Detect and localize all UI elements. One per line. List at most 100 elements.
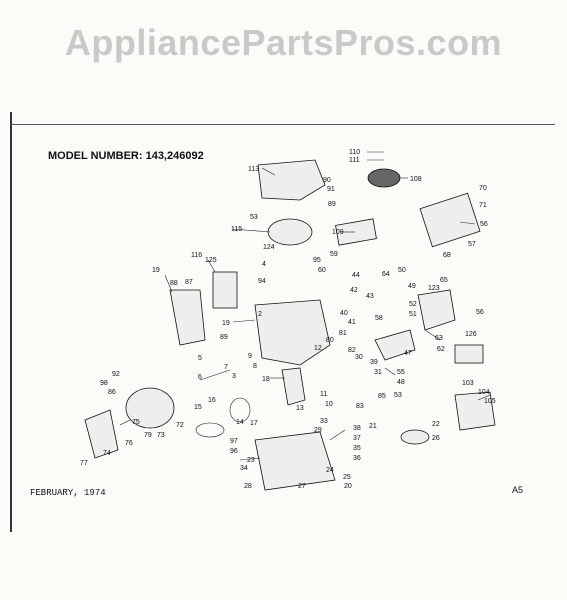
callout-30: 30 xyxy=(355,354,363,361)
callout-42: 42 xyxy=(350,287,358,294)
callout-76: 76 xyxy=(125,440,133,447)
callout-62: 62 xyxy=(437,346,445,353)
callout-80: 80 xyxy=(326,337,334,344)
fan-part xyxy=(267,218,313,246)
callout-65: 65 xyxy=(440,277,448,284)
model-number-heading: MODEL NUMBER: 143,246092 xyxy=(48,150,204,162)
backplate-part xyxy=(84,409,119,459)
callout-25: 25 xyxy=(343,474,351,481)
callout-7: 7 xyxy=(224,364,228,371)
gasket-pack-part xyxy=(454,344,484,364)
callout-92: 92 xyxy=(112,371,120,378)
callout-88: 88 xyxy=(170,280,178,287)
callout-74: 74 xyxy=(103,450,111,457)
callout-33: 33 xyxy=(320,418,328,425)
ring-set-part xyxy=(195,422,225,438)
callout-55: 55 xyxy=(397,369,405,376)
blower-housing-part xyxy=(257,159,326,201)
piston-part xyxy=(229,397,251,423)
callout-79: 79 xyxy=(144,432,152,439)
callout-70: 70 xyxy=(479,185,487,192)
callout-56: 56 xyxy=(476,309,484,316)
callout-96: 96 xyxy=(230,448,238,455)
callout-49: 49 xyxy=(408,283,416,290)
callout-77: 77 xyxy=(80,460,88,467)
callout-23: 23 xyxy=(247,457,255,464)
callout-98: 98 xyxy=(100,380,108,387)
flywheel-part xyxy=(125,387,175,429)
callout-75: 75 xyxy=(132,419,140,426)
callout-19: 19 xyxy=(152,267,160,274)
callout-27: 27 xyxy=(298,483,306,490)
callout-9: 9 xyxy=(248,353,252,360)
air-filter-part xyxy=(335,218,377,246)
carburetor-part xyxy=(417,289,456,331)
callout-94: 94 xyxy=(258,278,266,285)
callout-81: 81 xyxy=(339,330,347,337)
callout-124: 124 xyxy=(263,244,275,251)
callout-labels: 110 111 108 113 90 91 89 53 70 71 56 57 … xyxy=(80,149,496,490)
callout-53: 53 xyxy=(394,392,402,399)
callout-41: 41 xyxy=(348,319,356,326)
callout-105: 105 xyxy=(484,398,496,405)
starter-motor-part xyxy=(212,271,238,309)
callout-37: 37 xyxy=(353,435,361,442)
callout-29: 29 xyxy=(314,427,322,434)
callout-6: 6 xyxy=(198,374,202,381)
callout-109: 109 xyxy=(332,229,344,236)
callout-108: 108 xyxy=(410,176,422,183)
callout-111: 111 xyxy=(349,157,360,164)
callout-22: 22 xyxy=(432,421,440,428)
watermark: AppliancePartsPros.com xyxy=(64,22,503,63)
model-label: MODEL NUMBER: xyxy=(48,150,143,162)
page-reference: A5 xyxy=(512,485,524,495)
muffler-part xyxy=(454,391,496,431)
bracket-part xyxy=(169,289,206,346)
callout-57: 57 xyxy=(468,241,476,248)
callout-104: 104 xyxy=(478,389,490,396)
callout-11: 11 xyxy=(320,391,327,398)
callout-52: 52 xyxy=(409,301,417,308)
callout-90: 90 xyxy=(323,177,331,184)
callout-36: 36 xyxy=(353,455,361,462)
starter-cup-part xyxy=(367,168,401,188)
callout-63: 63 xyxy=(435,335,443,342)
callout-26: 26 xyxy=(432,435,440,442)
callout-38: 38 xyxy=(353,425,361,432)
callout-28: 28 xyxy=(244,483,252,490)
callout-50: 50 xyxy=(398,267,406,274)
callout-12: 12 xyxy=(314,345,322,352)
callout-8: 8 xyxy=(253,363,257,370)
callout-71: 71 xyxy=(479,202,487,209)
callout-44: 44 xyxy=(352,272,360,279)
callout-39: 39 xyxy=(370,359,378,366)
callout-59: 59 xyxy=(330,251,338,258)
callout-13: 13 xyxy=(296,405,304,412)
leader-lines xyxy=(119,151,491,461)
callout-16: 16 xyxy=(208,397,216,404)
callout-64: 64 xyxy=(382,271,390,278)
callout-34: 34 xyxy=(240,465,248,472)
callout-53: 53 xyxy=(250,214,258,221)
callout-35: 35 xyxy=(353,445,361,452)
callout-125: 125 xyxy=(205,257,217,264)
callout-2: 2 xyxy=(258,311,262,318)
callout-24: 24 xyxy=(326,467,334,474)
callout-14: 14 xyxy=(236,419,244,426)
callout-4: 4 xyxy=(262,261,266,268)
callout-21: 21 xyxy=(369,423,377,430)
callout-85: 85 xyxy=(378,393,386,400)
callout-91: 91 xyxy=(327,186,335,193)
callout-60: 60 xyxy=(318,267,326,274)
callout-83: 83 xyxy=(356,403,364,410)
page-left-border xyxy=(10,112,12,532)
callout-72: 72 xyxy=(176,422,184,429)
callout-19: 19 xyxy=(222,320,230,327)
callout-87: 87 xyxy=(185,279,193,286)
callout-48: 48 xyxy=(397,379,405,386)
callout-3: 3 xyxy=(232,373,236,380)
callout-17: 17 xyxy=(250,420,258,427)
callout-47: 47 xyxy=(404,350,412,357)
intake-manifold-part xyxy=(374,329,416,361)
